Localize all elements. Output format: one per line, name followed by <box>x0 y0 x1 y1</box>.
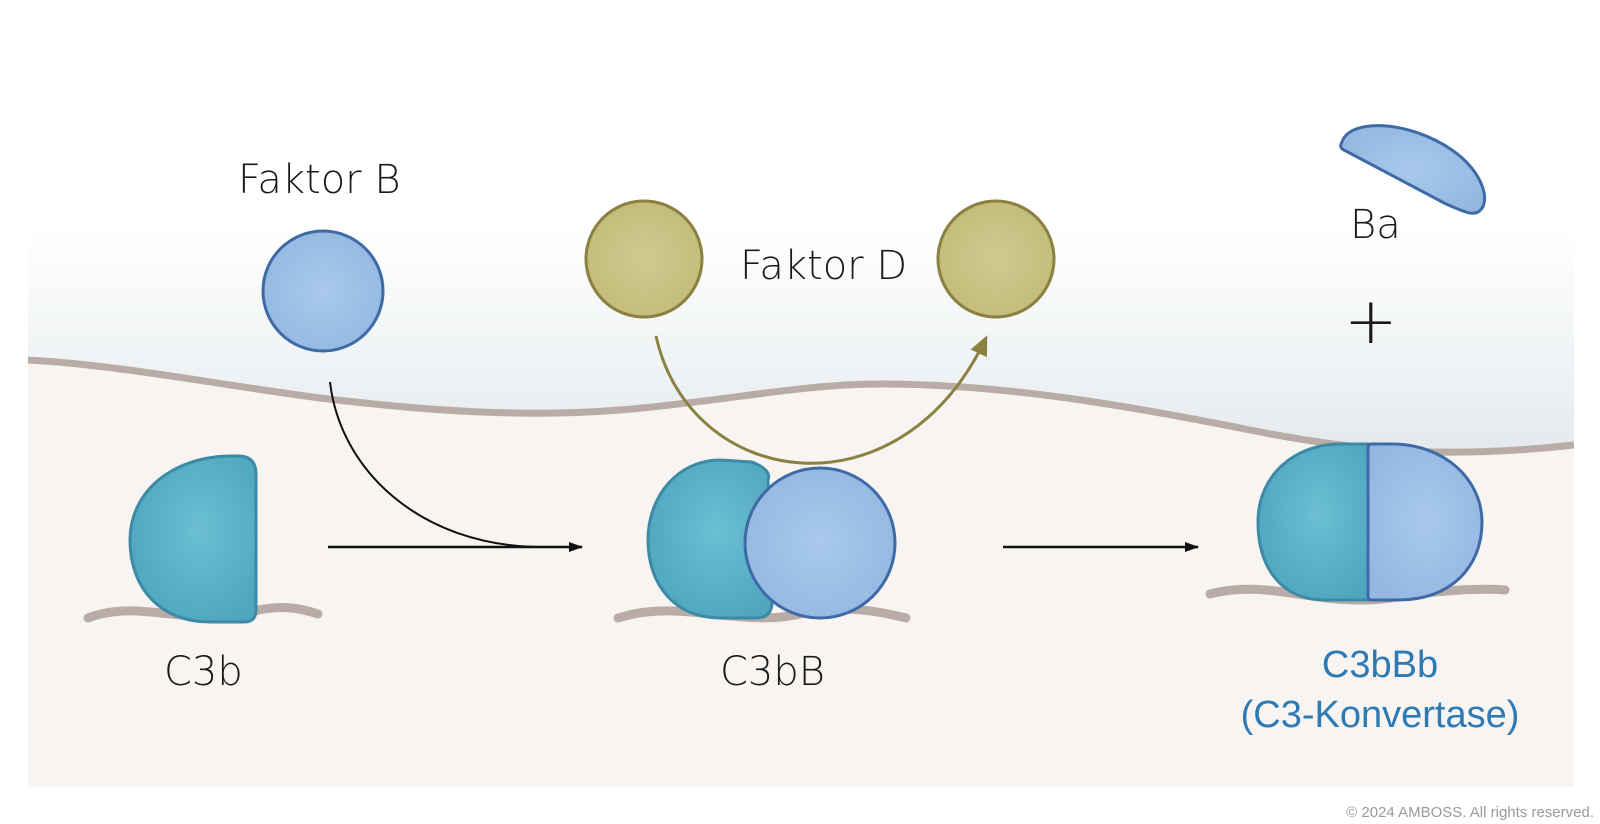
factor-d-molecule-left <box>584 199 704 319</box>
factor-b-molecule <box>261 229 385 353</box>
label-c3bbb: C3bBb <box>1321 644 1439 686</box>
label-faktor-d: Faktor D <box>740 243 908 289</box>
ba-fragment <box>1339 124 1487 215</box>
c3bbb-teal-part <box>1256 442 1370 602</box>
c3b-molecule <box>128 454 258 624</box>
copyright-notice: © 2024 AMBOSS. All rights reserved. <box>1346 804 1594 821</box>
arrow-factor-b-binding <box>329 381 541 548</box>
arrow-factor-d-cleavage <box>654 335 988 465</box>
label-c3-convertase: C3bBb (C3-Konvertase) <box>1215 640 1545 740</box>
factor-d-molecule-right <box>936 199 1056 319</box>
surface-c3bb <box>613 604 911 623</box>
c3bb-blue-part <box>743 466 897 620</box>
label-c3b: C3b <box>164 649 243 695</box>
cell-membrane <box>27 356 1575 456</box>
label-konvertase: (C3-Konvertase) <box>1240 694 1520 736</box>
plus-sign: + <box>1344 285 1398 359</box>
label-faktor-b: Faktor B <box>238 157 401 203</box>
label-c3bb: C3bB <box>720 649 825 695</box>
c3bb-teal-part <box>646 458 774 620</box>
label-ba: Ba <box>1350 202 1401 248</box>
c3bbb-blue-part <box>1366 442 1484 602</box>
